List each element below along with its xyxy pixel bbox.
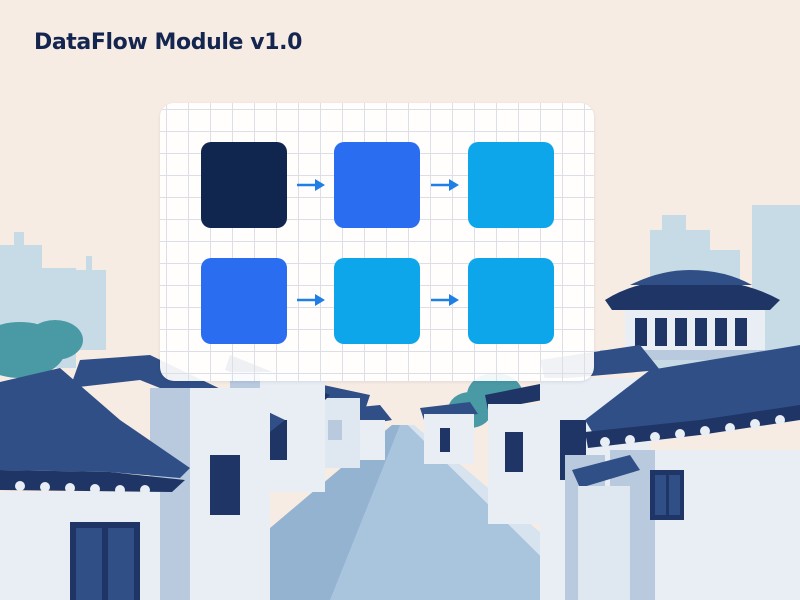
arrow-right-icon (297, 179, 325, 191)
right-houses (420, 270, 800, 600)
left-houses (0, 355, 392, 600)
page-title: DataFlow Module v1.0 (34, 30, 302, 55)
node-r1-c1 (201, 142, 287, 228)
arrow-right-icon (297, 294, 325, 306)
dataflow-diagram-panel (160, 103, 594, 381)
arrow-right-icon (431, 179, 459, 191)
node-r2-c1 (201, 258, 287, 344)
node-r2-c3 (468, 258, 554, 344)
node-r2-c2 (334, 258, 420, 344)
arrow-right-icon (431, 294, 459, 306)
node-r1-c3 (468, 142, 554, 228)
node-r1-c2 (334, 142, 420, 228)
